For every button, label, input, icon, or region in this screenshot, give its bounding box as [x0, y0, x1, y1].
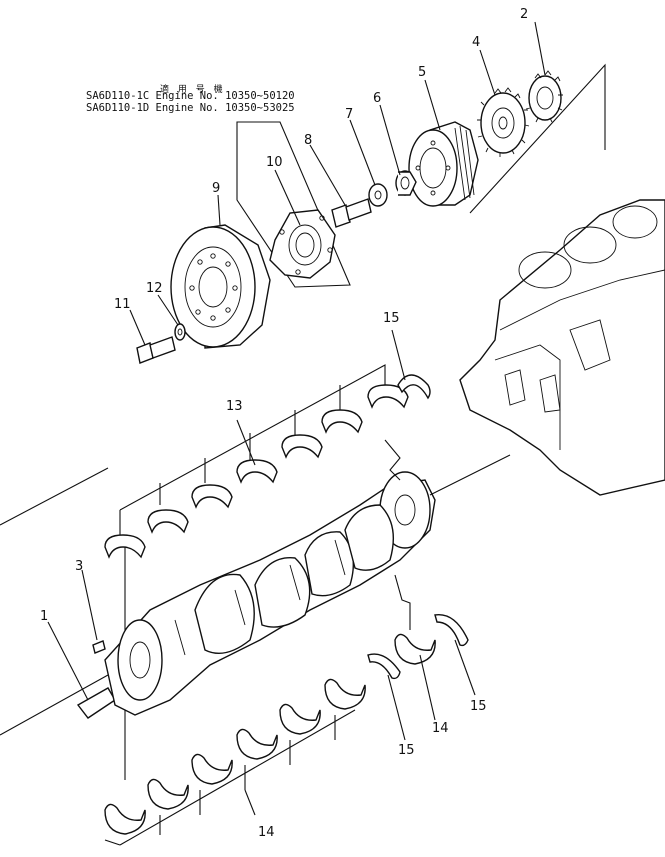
- part-crank-gear: [477, 87, 530, 157]
- callout-12: 12: [146, 281, 163, 296]
- bracket-parts-2-5: [469, 63, 606, 214]
- part-damper-bolt: [136, 336, 176, 364]
- leader-lines: [47, 21, 546, 816]
- callout-15-top: 15: [383, 311, 400, 326]
- part-damper-flange: [269, 209, 336, 279]
- bracket-upper-bearings: [119, 364, 396, 545]
- callout-4: 4: [472, 35, 481, 50]
- thrust-washer-lower-1: [367, 653, 401, 680]
- callout-6: 6: [373, 91, 382, 106]
- upper-bearing-shells: [104, 384, 409, 559]
- callout-13: 13: [226, 399, 243, 414]
- callout-14-bottom: 14: [258, 825, 275, 840]
- callout-1: 1: [40, 609, 49, 624]
- thrust-washer-upper: [397, 374, 431, 400]
- part-washer: [368, 183, 388, 207]
- callout-14-right: 14: [432, 721, 449, 736]
- callout-5: 5: [418, 65, 427, 80]
- part-dowel-pin: [92, 640, 106, 654]
- bracket-lower-bearings: [119, 709, 356, 846]
- thrust-washer-lower-2: [434, 614, 469, 647]
- callout-3: 3: [75, 559, 84, 574]
- part-damper-washer: [174, 323, 186, 341]
- callout-9: 9: [212, 181, 221, 196]
- callout-15-right: 15: [470, 699, 487, 714]
- callout-2: 2: [520, 7, 529, 22]
- callout-11: 11: [114, 297, 131, 312]
- callout-8: 8: [304, 133, 313, 148]
- callout-10: 10: [266, 155, 283, 170]
- part-damper-pulley: [170, 224, 271, 349]
- part-bolt: [331, 198, 372, 228]
- callout-7: 7: [345, 107, 354, 122]
- lower-bearing-shells: [104, 633, 436, 835]
- callout-15-bottom: 15: [398, 743, 415, 758]
- crankshaft: [76, 471, 436, 719]
- bracket-crankshaft: [0, 467, 109, 736]
- bracket-parts-9-10: [236, 121, 351, 288]
- part-pulley: [408, 121, 479, 207]
- engine-block: [459, 199, 665, 496]
- part-spacer: [395, 170, 417, 196]
- applicability-line-1: SA6D110-1C Engine No. 10350~50120: [86, 90, 295, 102]
- applicability-heading: 適 用 号 機: [160, 85, 226, 95]
- part-gear-small: [525, 70, 563, 123]
- applicability-line-2: SA6D110-1D Engine No. 10350~53025: [86, 102, 295, 114]
